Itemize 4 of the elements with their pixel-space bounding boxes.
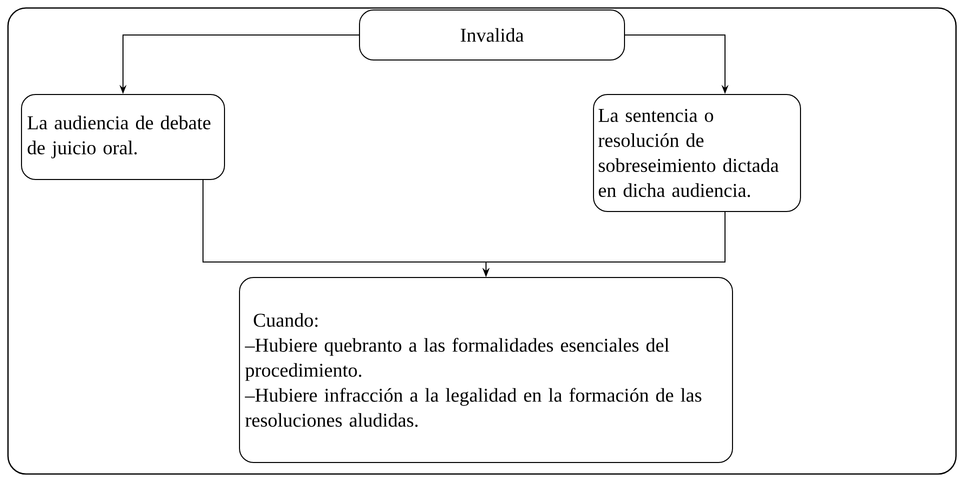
- rounded-box: Cuando: –Hubiere quebranto a las formalidades esenciales del procedimiento. –Hubiere infracción a la legalidad en la formación de las resoluciones aludidas.: [239, 277, 733, 463]
- rounded-box: La audiencia de debate de juicio oral.: [21, 94, 225, 180]
- rounded-box: La sentencia o resolución de sobreseimiento dictada en dicha audiencia.: [593, 94, 801, 212]
- rounded-box: Invalida: [359, 10, 625, 60]
